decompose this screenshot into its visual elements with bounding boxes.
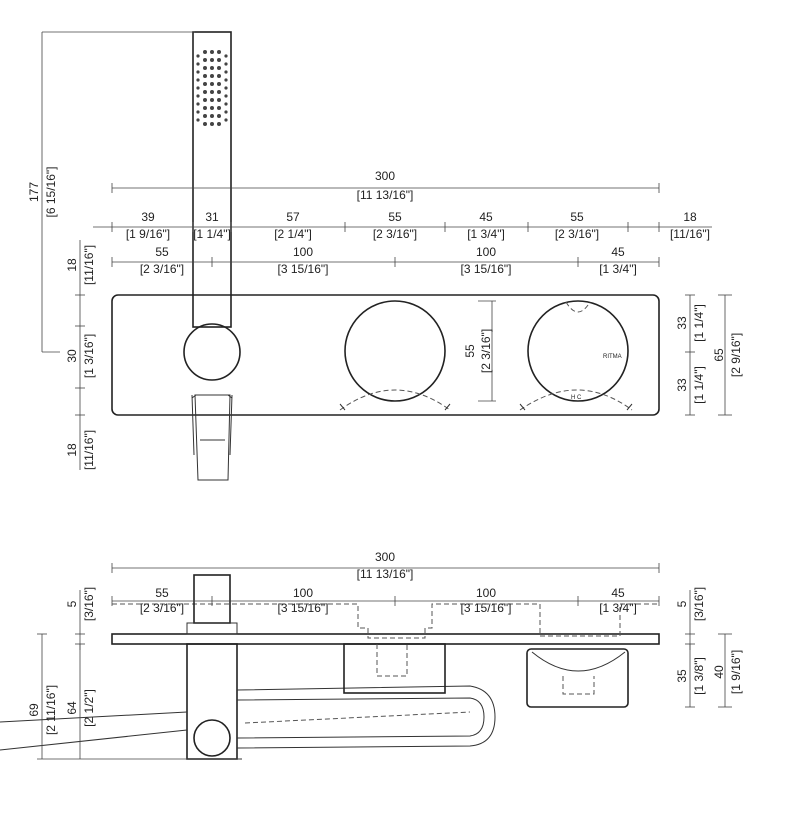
r1-d3-mm: 55: [388, 210, 402, 224]
r1-d2-in: [2 1/4"]: [274, 227, 312, 241]
s-d0-mm: 55: [155, 586, 169, 600]
side-left-top-mm: 5: [65, 600, 79, 607]
r1-d2-mm: 57: [286, 210, 300, 224]
side-left-outer-mm: 69: [27, 703, 41, 717]
left-height-in: [6 15/16"]: [44, 167, 58, 218]
side-right-top-in: [3/16"]: [692, 587, 706, 621]
faceplate: [111, 294, 660, 416]
r2-d3-mm: 45: [611, 245, 625, 259]
side-view: 300 [11 13/16"] 55 [2 3/16"] 100 [3 15/1…: [0, 550, 743, 760]
front-view: RITMA H C 300 [11 13/16"] 39 [1 9/16"] 3…: [27, 31, 743, 481]
side-overall-in: [11 13/16"]: [357, 567, 414, 581]
r2-d0-mm: 55: [155, 245, 169, 259]
r1-d6-mm: 18: [683, 210, 697, 224]
r1-d5-mm: 55: [570, 210, 584, 224]
r1-d4-mm: 45: [479, 210, 493, 224]
r1-d5-in: [2 3/16"]: [555, 227, 599, 241]
plate-height-mm: 65: [712, 348, 726, 362]
s-d2-in: [3 15/16"]: [461, 601, 512, 615]
top-overall-mm: 300: [375, 169, 395, 183]
r1-d0-mm: 39: [141, 210, 155, 224]
side-left-outer-in: [2 11/16"]: [44, 685, 58, 735]
r2-d1-in: [3 15/16"]: [278, 262, 329, 276]
knob-marking-text: H C: [571, 395, 582, 401]
top-overall-in: [11 13/16"]: [357, 188, 414, 202]
shower-holder-knob: [183, 323, 241, 381]
side-right-top-mm: 5: [675, 600, 689, 607]
rstack-1-in: [1 1/4"]: [692, 366, 706, 404]
knob-dia-in: [2 3/16"]: [479, 329, 493, 373]
lstack-1-in: [1 3/16"]: [82, 334, 96, 378]
side-right-outer-in: [1 9/16"]: [729, 650, 743, 694]
side-right-inner-in: [1 3/8"]: [692, 657, 706, 695]
lstack-0-mm: 18: [65, 258, 79, 272]
side-left-inner-in: [2 1/2"]: [82, 689, 96, 727]
valve-knob-right: [527, 300, 629, 402]
rstack-0-in: [1 1/4"]: [692, 304, 706, 342]
lstack-2-mm: 18: [65, 443, 79, 457]
r2-d1-mm: 100: [293, 245, 313, 259]
rstack-1-mm: 33: [675, 378, 689, 392]
lstack-1-mm: 30: [65, 349, 79, 363]
r2-d0-in: [2 3/16"]: [140, 262, 184, 276]
s-d3-mm: 45: [611, 586, 625, 600]
side-right-outer-mm: 40: [712, 665, 726, 679]
side-left-top-in: [3/16"]: [82, 587, 96, 621]
r1-d3-in: [2 3/16"]: [373, 227, 417, 241]
r2-d3-in: [1 3/4"]: [599, 262, 637, 276]
r1-d1-in: [1 1/4"]: [193, 227, 231, 241]
knob-brand-text: RITMA: [603, 354, 622, 360]
left-height-mm: 177: [27, 182, 41, 202]
shower-head-holes-icon: [196, 50, 228, 126]
lstack-0-in: [11/16"]: [82, 245, 96, 285]
s-d3-in: [1 3/4"]: [599, 601, 637, 615]
side-left-inner-mm: 64: [65, 701, 79, 715]
rstack-0-mm: 33: [675, 316, 689, 330]
side-overall-mm: 300: [375, 550, 395, 564]
knob-dia-mm: 55: [463, 344, 477, 358]
plate-height-in: [2 9/16"]: [729, 333, 743, 377]
side-right-inner-mm: 35: [675, 669, 689, 683]
s-d1-mm: 100: [293, 586, 313, 600]
s-d1-in: [3 15/16"]: [278, 601, 329, 615]
r1-d4-in: [1 3/4"]: [467, 227, 505, 241]
r1-d1-mm: 31: [205, 210, 219, 224]
valve-knob-left: [344, 300, 446, 402]
s-d0-in: [2 3/16"]: [140, 601, 184, 615]
r1-d6-in: [11/16"]: [670, 227, 710, 241]
s-d2-mm: 100: [476, 586, 496, 600]
lstack-2-in: [11/16"]: [82, 430, 96, 470]
hand-shower: [192, 31, 232, 328]
r1-d0-in: [1 9/16"]: [126, 227, 170, 241]
r2-d2-mm: 100: [476, 245, 496, 259]
r2-d2-in: [3 15/16"]: [461, 262, 512, 276]
